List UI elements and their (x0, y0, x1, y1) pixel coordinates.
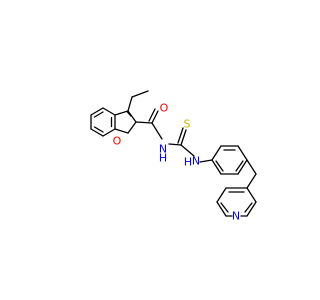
bond (180, 144, 195, 157)
bond-lines (90, 90, 257, 217)
bond (177, 127, 184, 144)
atom-label-o-carbonyl: O (160, 102, 169, 115)
atom-label-h-amide: H (159, 152, 167, 165)
atom-label-s-thio: S (184, 118, 191, 131)
atom-labels: O O N H S N H N (113, 102, 240, 223)
bond (126, 110, 132, 117)
bond (93, 126, 104, 133)
chemical-structure: O O N H S N H N (90, 90, 257, 223)
bond (215, 160, 224, 172)
bond (246, 201, 257, 217)
bond (246, 187, 257, 203)
bond (90, 128, 104, 137)
bond (220, 202, 229, 213)
bond (246, 173, 257, 189)
bond (93, 111, 104, 118)
bond (127, 121, 137, 134)
bond (131, 90, 149, 98)
bond (151, 122, 163, 140)
atom-label-n-thio: N (192, 155, 200, 168)
bond (90, 107, 104, 116)
bond (102, 107, 116, 116)
bond (127, 110, 137, 123)
bond (114, 128, 129, 134)
bond (199, 159, 213, 163)
bond (151, 110, 159, 124)
bond (135, 121, 153, 124)
atom-label-o-furan: O (113, 135, 122, 148)
bond (246, 159, 257, 175)
bond (168, 143, 182, 146)
atom-label-h-thio: H (184, 156, 192, 169)
bond (148, 108, 156, 122)
bond (114, 110, 129, 116)
bond (211, 145, 222, 161)
atom-label-n-amide: N (159, 143, 167, 156)
bond (216, 187, 227, 203)
bond (237, 159, 248, 175)
atom-label-n-pyridine: N (232, 210, 240, 223)
bond (211, 159, 222, 175)
bond (180, 129, 187, 146)
bond (244, 202, 253, 213)
bond (102, 128, 116, 137)
bond (235, 160, 244, 172)
bond (237, 145, 248, 161)
bond (127, 96, 133, 112)
bond (216, 201, 227, 217)
